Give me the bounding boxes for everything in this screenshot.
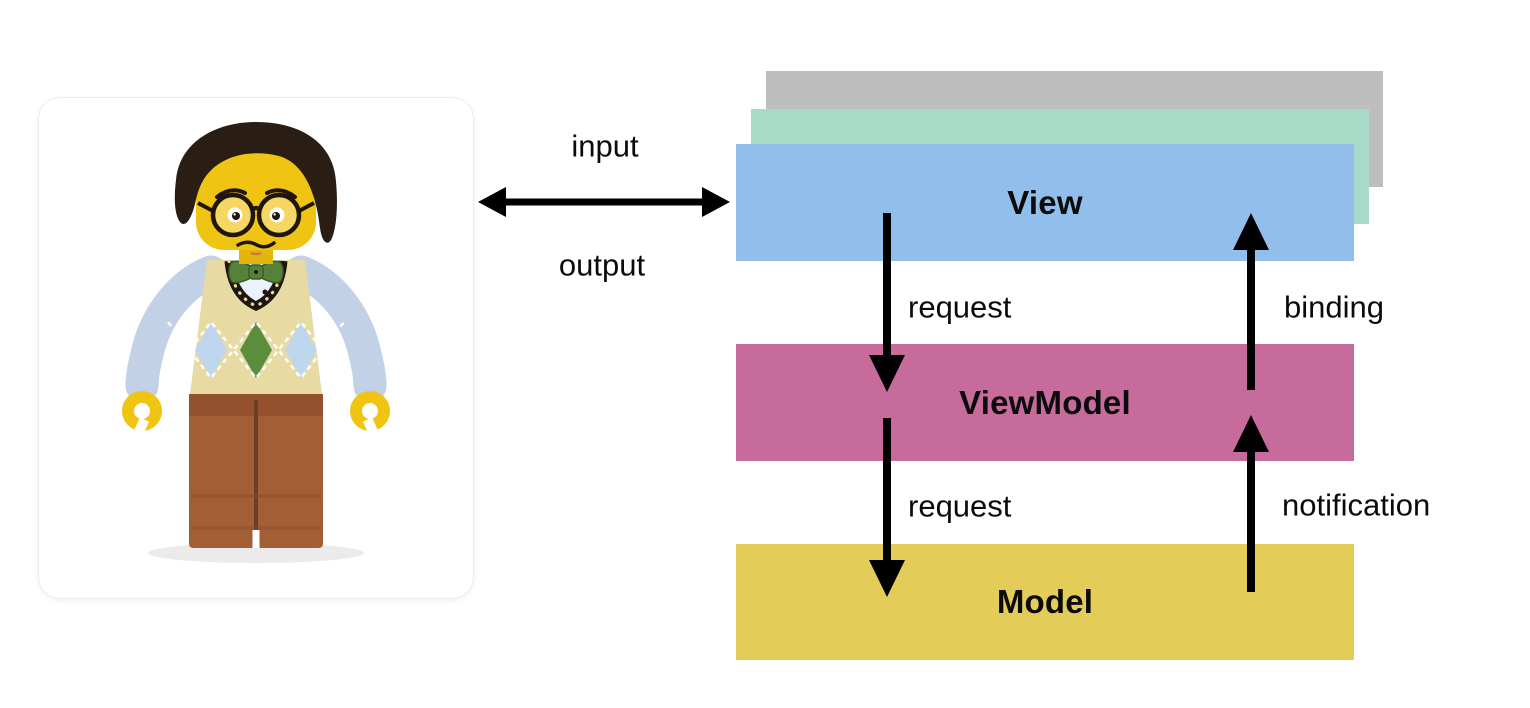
- shirt-button: [262, 289, 268, 295]
- hair: [174, 122, 337, 243]
- right-hand-gap: [362, 417, 378, 434]
- lego-minifigure-image: [122, 122, 390, 563]
- right-arm: [284, 255, 387, 403]
- request-label-view-viewmodel: request: [908, 289, 1012, 325]
- argyle-pattern: [167, 319, 345, 381]
- notification-label: notification: [1282, 487, 1431, 523]
- user-photo-card: [38, 97, 474, 599]
- face-features: [197, 188, 315, 256]
- model-label: Model: [996, 583, 1094, 620]
- left-hand-gap: [134, 417, 150, 434]
- left-arm: [125, 255, 228, 403]
- output-label: output: [558, 247, 646, 283]
- head: [196, 140, 316, 250]
- viewmodel-label: ViewModel: [959, 383, 1131, 421]
- layer-viewmodel: ViewModel: [736, 344, 1354, 461]
- feet-gap: [252, 530, 260, 548]
- input-output-arrow: [478, 187, 730, 217]
- request-label-viewmodel-model: request: [908, 488, 1012, 524]
- bow-tie: [228, 260, 284, 284]
- layer-view: View: [736, 144, 1354, 261]
- view-label: View: [1007, 183, 1083, 221]
- layer-model: Model: [736, 544, 1354, 660]
- input-label: input: [571, 128, 639, 164]
- binding-label: binding: [1284, 289, 1384, 325]
